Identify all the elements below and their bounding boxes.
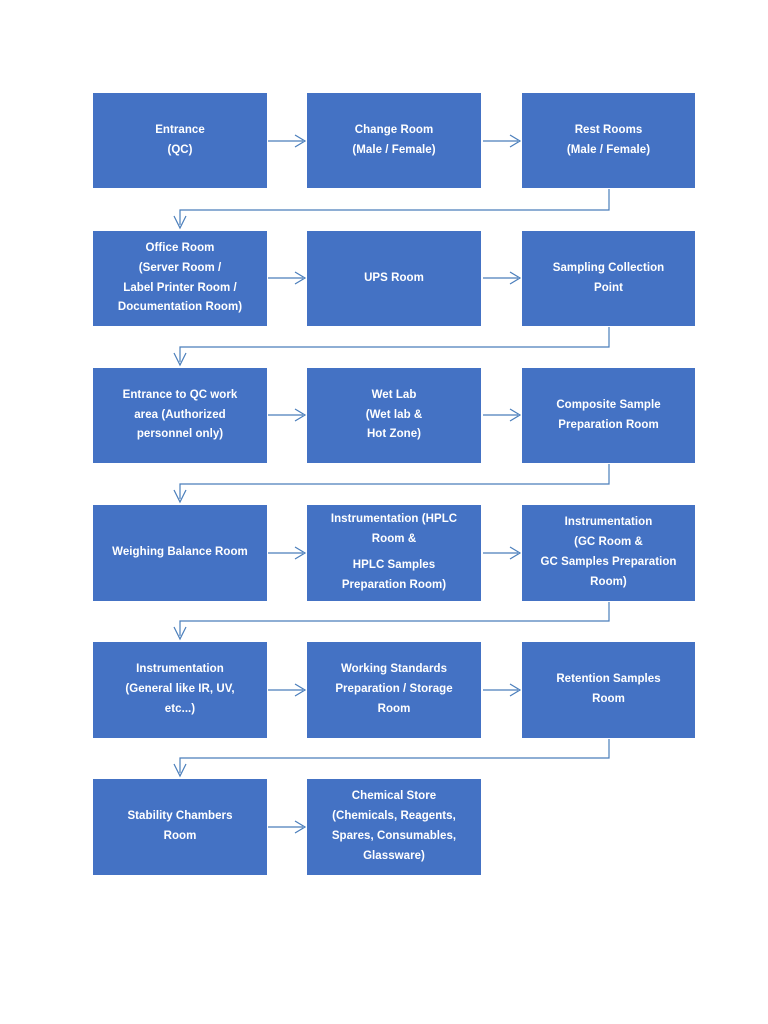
node-office-room[interactable]: Office Room (Server Room / Label Printer R… — [93, 231, 267, 326]
node-label-line: (Male / Female) — [566, 143, 651, 156]
node-label-line: area (Authorized — [134, 408, 226, 421]
node-label-line: Preparation / Storage — [335, 683, 453, 696]
node-label-line: Composite Sample — [556, 398, 661, 411]
node-label-line: Documentation Room) — [117, 301, 243, 314]
node-label: Wet Lab (Wet lab & Hot Zone) — [314, 386, 474, 445]
node-label-line: UPS Room — [364, 271, 424, 284]
node-label: Rest Rooms (Male / Female) — [529, 121, 688, 161]
node-rest-rooms[interactable]: Rest Rooms (Male / Female) — [522, 93, 695, 188]
node-weighing-balance-room[interactable]: Weighing Balance Room — [93, 505, 267, 601]
arrow-ups-room-to-sampling-point — [483, 271, 522, 285]
node-label: Entrance to QC work area (Authorized perso… — [100, 386, 260, 445]
node-label: Entrance (QC) — [100, 121, 260, 161]
node-label: Change Room (Male / Female) — [314, 121, 474, 161]
node-label-line: Office Room — [145, 241, 215, 254]
node-label-line: Weighing Balance Room — [112, 546, 248, 559]
node-label-line: Retention Samples — [556, 673, 661, 686]
node-label-line: Entrance to QC work — [122, 388, 238, 401]
node-change-room[interactable]: Change Room (Male / Female) — [307, 93, 481, 188]
node-label-line: Glassware) — [363, 849, 425, 862]
node-instrumentation-gc[interactable]: Instrumentation (GC Room & GC Samples Prep… — [522, 505, 695, 601]
node-label-line: (QC) — [167, 143, 193, 156]
node-label-line: (General like IR, UV, — [125, 683, 235, 696]
node-label-line: Instrumentation — [136, 663, 224, 676]
node-label: Instrumentation (GC Room & GC Samples Prep… — [529, 513, 688, 592]
node-label-line: Working Standards — [340, 663, 448, 676]
node-label-line: HPLC Samples — [352, 559, 436, 572]
connector-row3-to-row4 — [173, 464, 610, 504]
node-label-line: Label Printer Room / — [123, 281, 237, 294]
node-label-line: Preparation Room) — [341, 578, 447, 591]
node-label-line: Spares, Consumables, — [331, 830, 457, 842]
node-label-line: Change Room — [354, 123, 434, 136]
node-label: Office Room (Server Room / Label Printer R… — [100, 239, 260, 318]
connector-row2-to-row3 — [173, 327, 610, 367]
node-label-line: etc...) — [164, 702, 196, 715]
node-label-line: Wet Lab — [371, 388, 417, 401]
node-label-line: personnel only) — [136, 428, 224, 441]
node-ups-room[interactable]: UPS Room — [307, 231, 481, 326]
node-label: Weighing Balance Room — [100, 543, 260, 563]
node-label-line: (Male / Female) — [352, 143, 436, 156]
node-label-line: Point — [594, 281, 623, 294]
node-label-line: (Wet lab & — [365, 408, 423, 421]
node-label-line: (Chemicals, Reagents, — [332, 810, 456, 823]
node-label-line: Chemical Store — [351, 790, 437, 803]
connector-row5-to-row6 — [173, 739, 610, 778]
connector-row4-to-row5 — [173, 602, 610, 641]
node-label-line: GC Samples Preparation — [540, 556, 677, 568]
arrow-working-standards-to-retention — [483, 683, 522, 697]
node-wet-lab[interactable]: Wet Lab (Wet lab & Hot Zone) — [307, 368, 481, 463]
node-entrance-qc-work-area[interactable]: Entrance to QC work area (Authorized perso… — [93, 368, 267, 463]
node-label-line: Instrumentation (HPLC — [330, 513, 458, 526]
arrow-weighing-room-to-hplc — [268, 546, 307, 560]
node-chemical-store[interactable]: Chemical Store (Chemicals, Reagents, Spare… — [307, 779, 481, 875]
node-label: UPS Room — [314, 269, 474, 289]
node-label-line: Entrance — [155, 123, 205, 136]
node-label-line: (Server Room / — [138, 261, 222, 274]
node-label-line: Room — [163, 830, 197, 842]
node-label-line: Room — [377, 702, 411, 715]
node-label-line: Hot Zone) — [366, 428, 422, 441]
node-label-line: Preparation Room — [558, 418, 659, 431]
arrow-general-instr-to-working-standards — [268, 683, 307, 697]
node-label: Instrumentation (General like IR, UV, etc.… — [100, 660, 260, 719]
node-label-line: Room & — [371, 533, 417, 546]
node-label-line: (GC Room & — [574, 536, 643, 549]
node-label: Chemical Store (Chemicals, Reagents, Spare… — [314, 787, 474, 866]
node-label-line: Sampling Collection — [552, 261, 665, 274]
node-label-line: Room — [592, 693, 625, 705]
node-label-line: Rest Rooms — [574, 123, 643, 136]
arrow-qc-work-area-to-wet-lab — [268, 408, 307, 422]
node-label-line: Stability Chambers — [127, 810, 233, 823]
node-label-line: Instrumentation — [564, 516, 653, 529]
arrow-office-room-to-ups-room — [268, 271, 307, 285]
arrow-change-room-to-rest-rooms — [483, 134, 522, 148]
arrow-stability-to-chemical-store — [268, 820, 307, 834]
connector-row1-to-row2 — [173, 189, 610, 230]
arrow-entrance-to-change-room — [268, 134, 307, 148]
node-instrumentation-general[interactable]: Instrumentation (General like IR, UV, etc.… — [93, 642, 267, 738]
arrow-wet-lab-to-composite-sample — [483, 408, 522, 422]
node-label-line: Room) — [590, 575, 627, 588]
node-entrance-qc[interactable]: Entrance (QC) — [93, 93, 267, 188]
arrow-hplc-to-gc — [483, 546, 522, 560]
